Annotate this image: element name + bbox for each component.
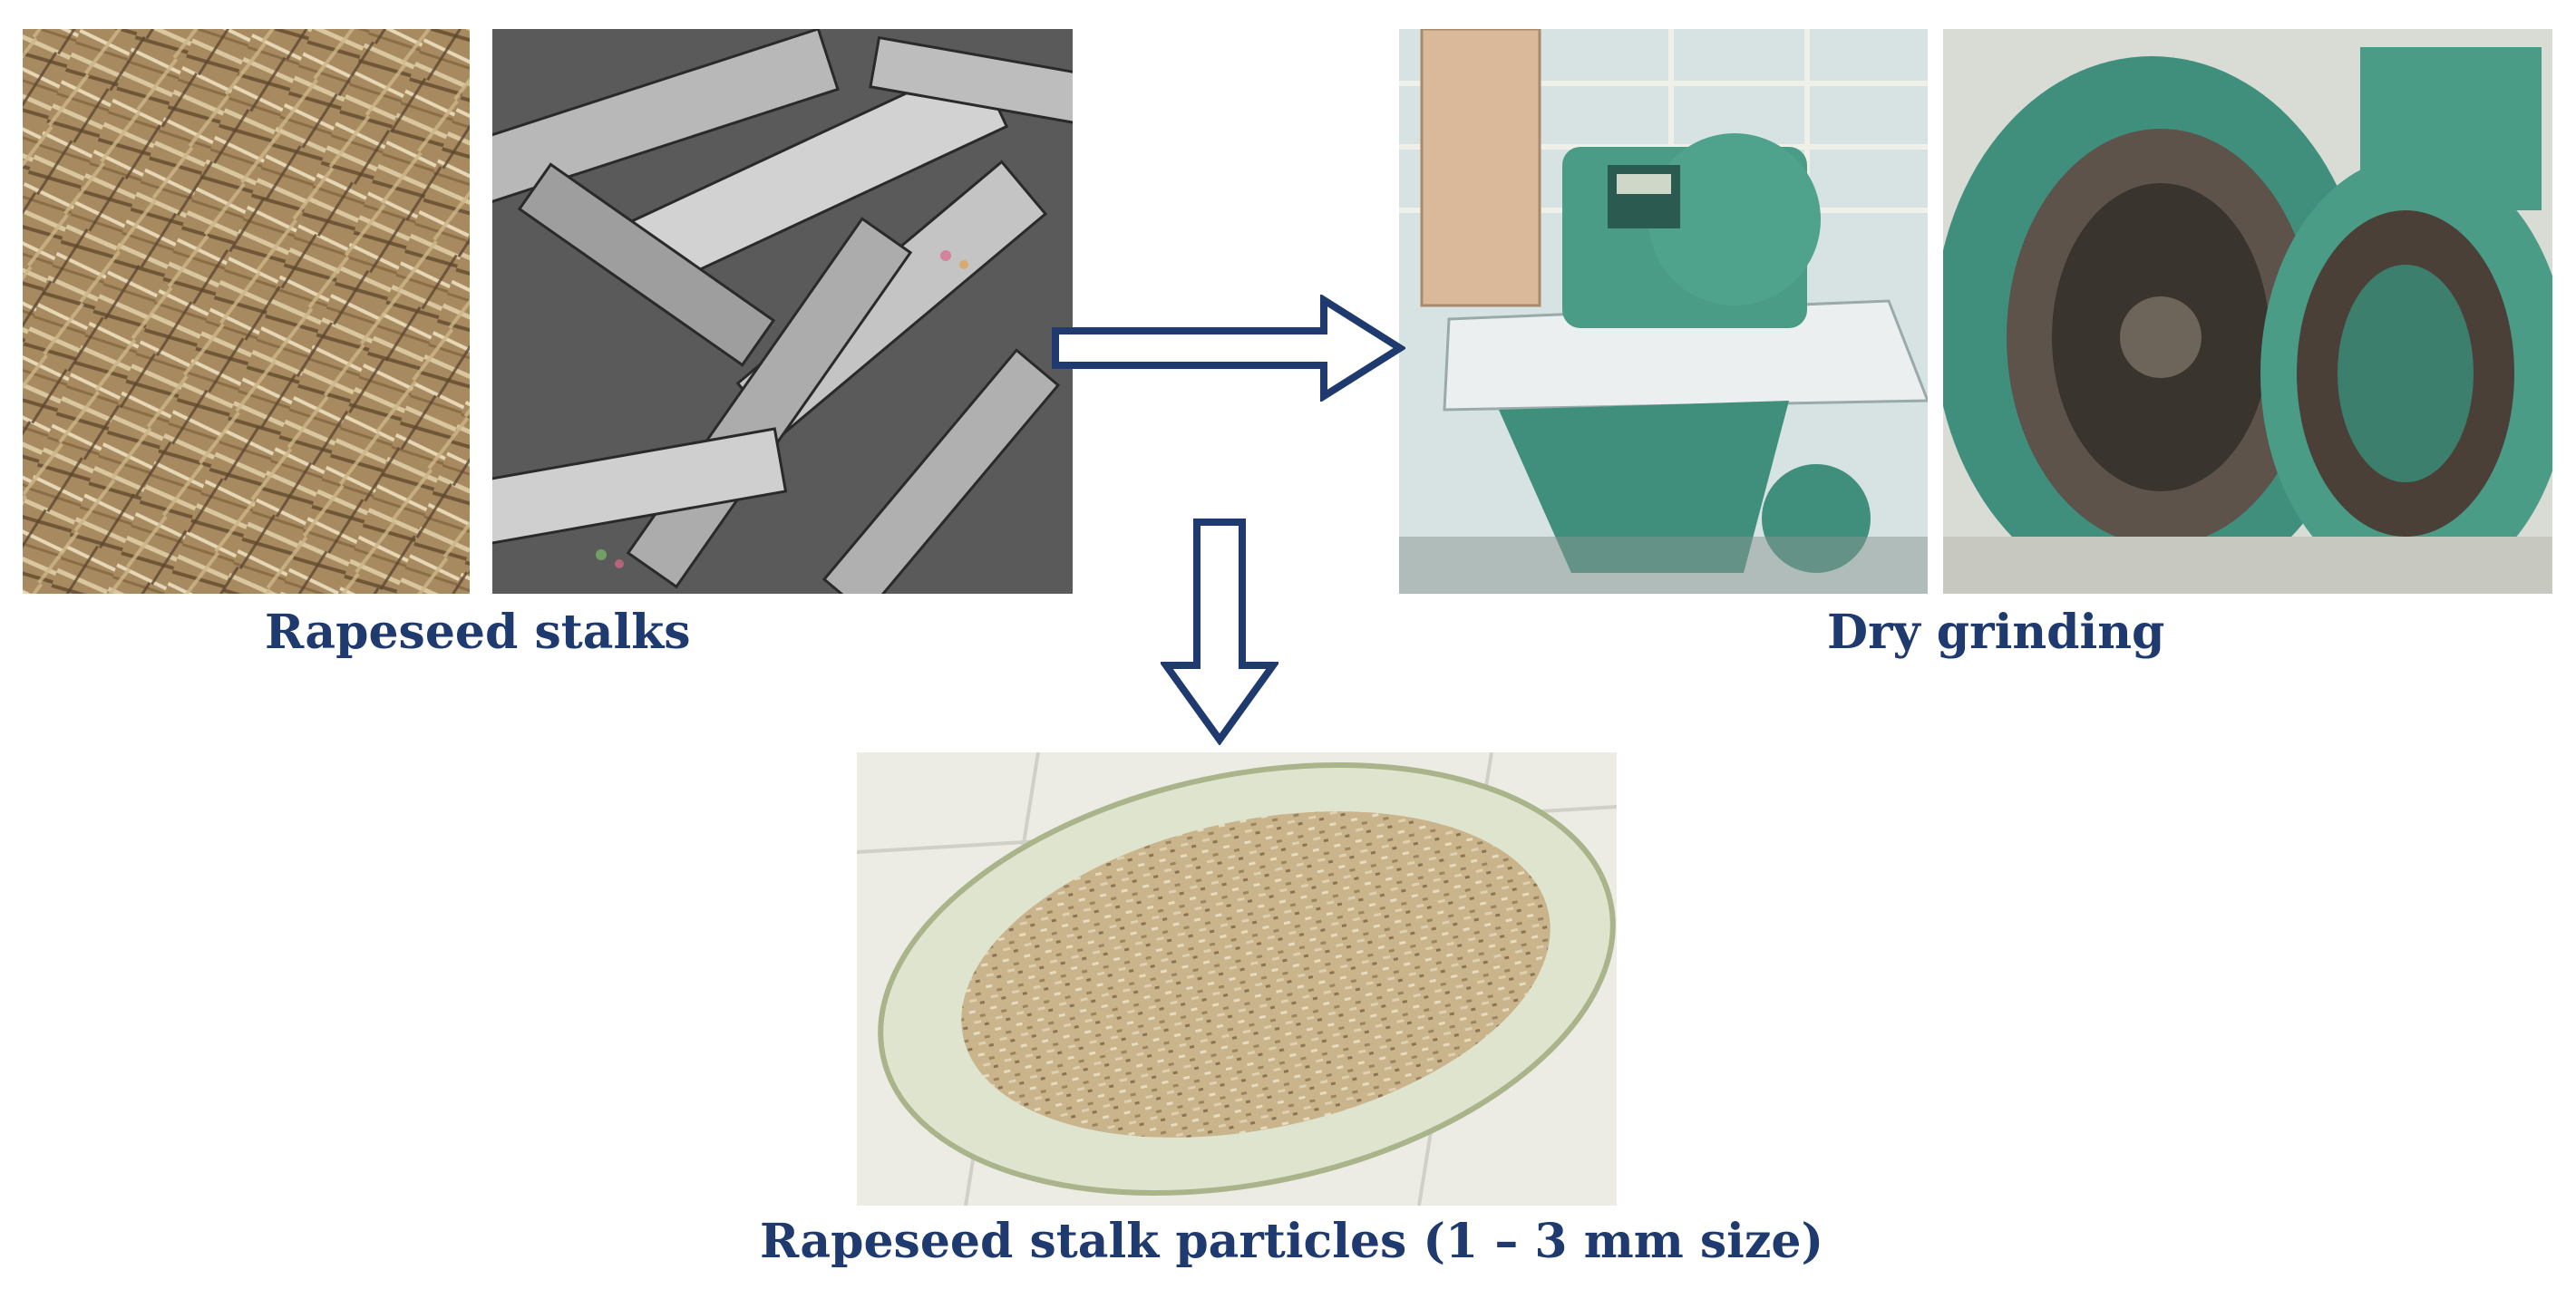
caption-dry-grinding: Dry grinding bbox=[1827, 605, 2165, 660]
arrow-down-icon bbox=[1161, 519, 1278, 745]
arrow-right-icon bbox=[1052, 295, 1405, 402]
stalk-particles-dish-photo bbox=[857, 752, 1617, 1206]
rapeseed-stalks-closeup-photo bbox=[492, 29, 1073, 594]
grinding-mill-photo bbox=[1399, 29, 1928, 594]
caption-rapeseed-stalks: Rapeseed stalks bbox=[265, 605, 691, 660]
caption-stalk-particles: Rapeseed stalk particles (1 – 3 mm size) bbox=[760, 1214, 1824, 1269]
rapeseed-stalks-field-photo bbox=[23, 29, 470, 594]
opened-mill-photo bbox=[1943, 29, 2552, 594]
